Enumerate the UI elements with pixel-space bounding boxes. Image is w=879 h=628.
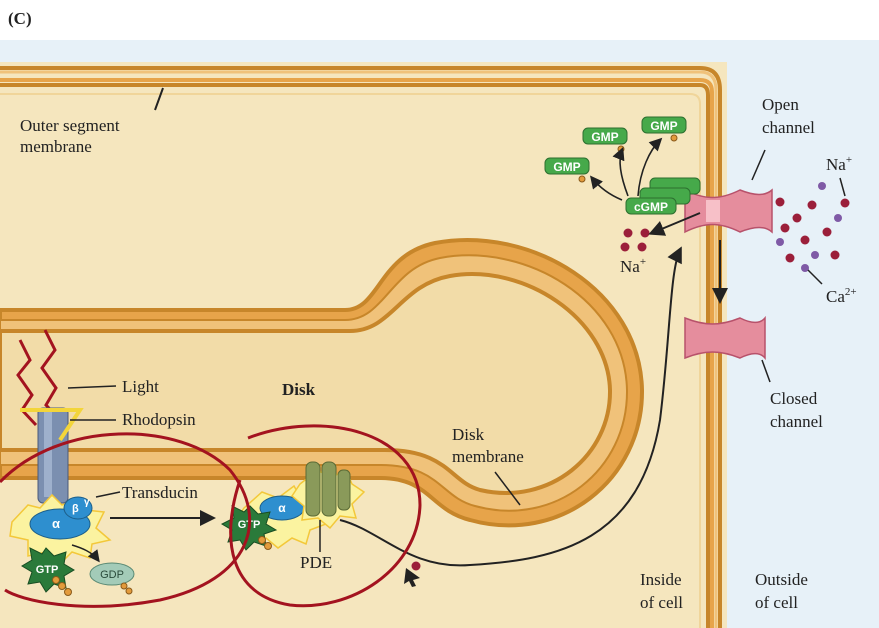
closed-channel-label-1: Closed — [770, 389, 818, 408]
transducin: α β γ — [9, 493, 112, 568]
outside-label-1: Outside — [755, 570, 808, 589]
rhodopsin — [20, 407, 84, 504]
gmp-molecules: GMP GMP GMP — [544, 116, 687, 183]
gmp-label-3: GMP — [553, 160, 580, 174]
rhodopsin-label: Rhodopsin — [122, 410, 196, 429]
gtp-on-transducin: GTP — [21, 547, 75, 596]
cgmp-stack: cGMP — [625, 177, 701, 215]
pde — [291, 461, 366, 530]
panel-label: (C) — [8, 9, 32, 28]
beta-subunit-label: β — [72, 503, 79, 515]
transducin-label: Transducin — [122, 483, 198, 502]
open-channel — [684, 188, 773, 234]
alpha-active-label: α — [278, 501, 286, 515]
title-strip — [0, 0, 879, 30]
closed-channel — [684, 315, 766, 361]
outer-membrane-label-2: membrane — [20, 137, 92, 156]
gmp-label-2: GMP — [650, 119, 677, 133]
gdp-molecule: GDP — [89, 562, 135, 595]
ca-label: Ca2+ — [826, 286, 857, 306]
calcium-ions-outside — [776, 182, 842, 272]
outer-membrane-label-1: Outer segment — [20, 116, 120, 135]
closed-channel-label-2: channel — [770, 412, 823, 431]
open-channel-label-2: channel — [762, 118, 815, 137]
sodium-ions-outside — [775, 197, 850, 263]
light-label: Light — [122, 377, 159, 396]
gdp-label: GDP — [100, 569, 124, 581]
outside-label-2: of cell — [755, 593, 798, 612]
inside-label-1: Inside — [640, 570, 682, 589]
outer-segment-membrane — [0, 66, 722, 628]
disk-label: Disk — [282, 380, 316, 399]
gtp-label-1: GTP — [36, 564, 59, 576]
disk-membrane-label-2: membrane — [452, 447, 524, 466]
gmp-label-1: GMP — [591, 130, 618, 144]
cgmp-label: cGMP — [634, 200, 668, 214]
na-outside-label: Na+ — [826, 154, 852, 174]
cursor-icon — [404, 568, 420, 587]
signal-arrow — [339, 246, 682, 567]
disk — [0, 238, 645, 528]
sodium-ions-inside — [411, 228, 650, 571]
disk-membrane-label-1: Disk — [452, 425, 485, 444]
na-inside-label: Na+ — [620, 256, 646, 276]
gamma-subunit-label: γ — [84, 497, 90, 508]
inside-label-2: of cell — [640, 593, 683, 612]
open-channel-label-1: Open — [762, 95, 799, 114]
annotation-circles — [0, 424, 422, 608]
pde-label: PDE — [300, 553, 332, 572]
alpha-subunit-label: α — [52, 516, 60, 531]
